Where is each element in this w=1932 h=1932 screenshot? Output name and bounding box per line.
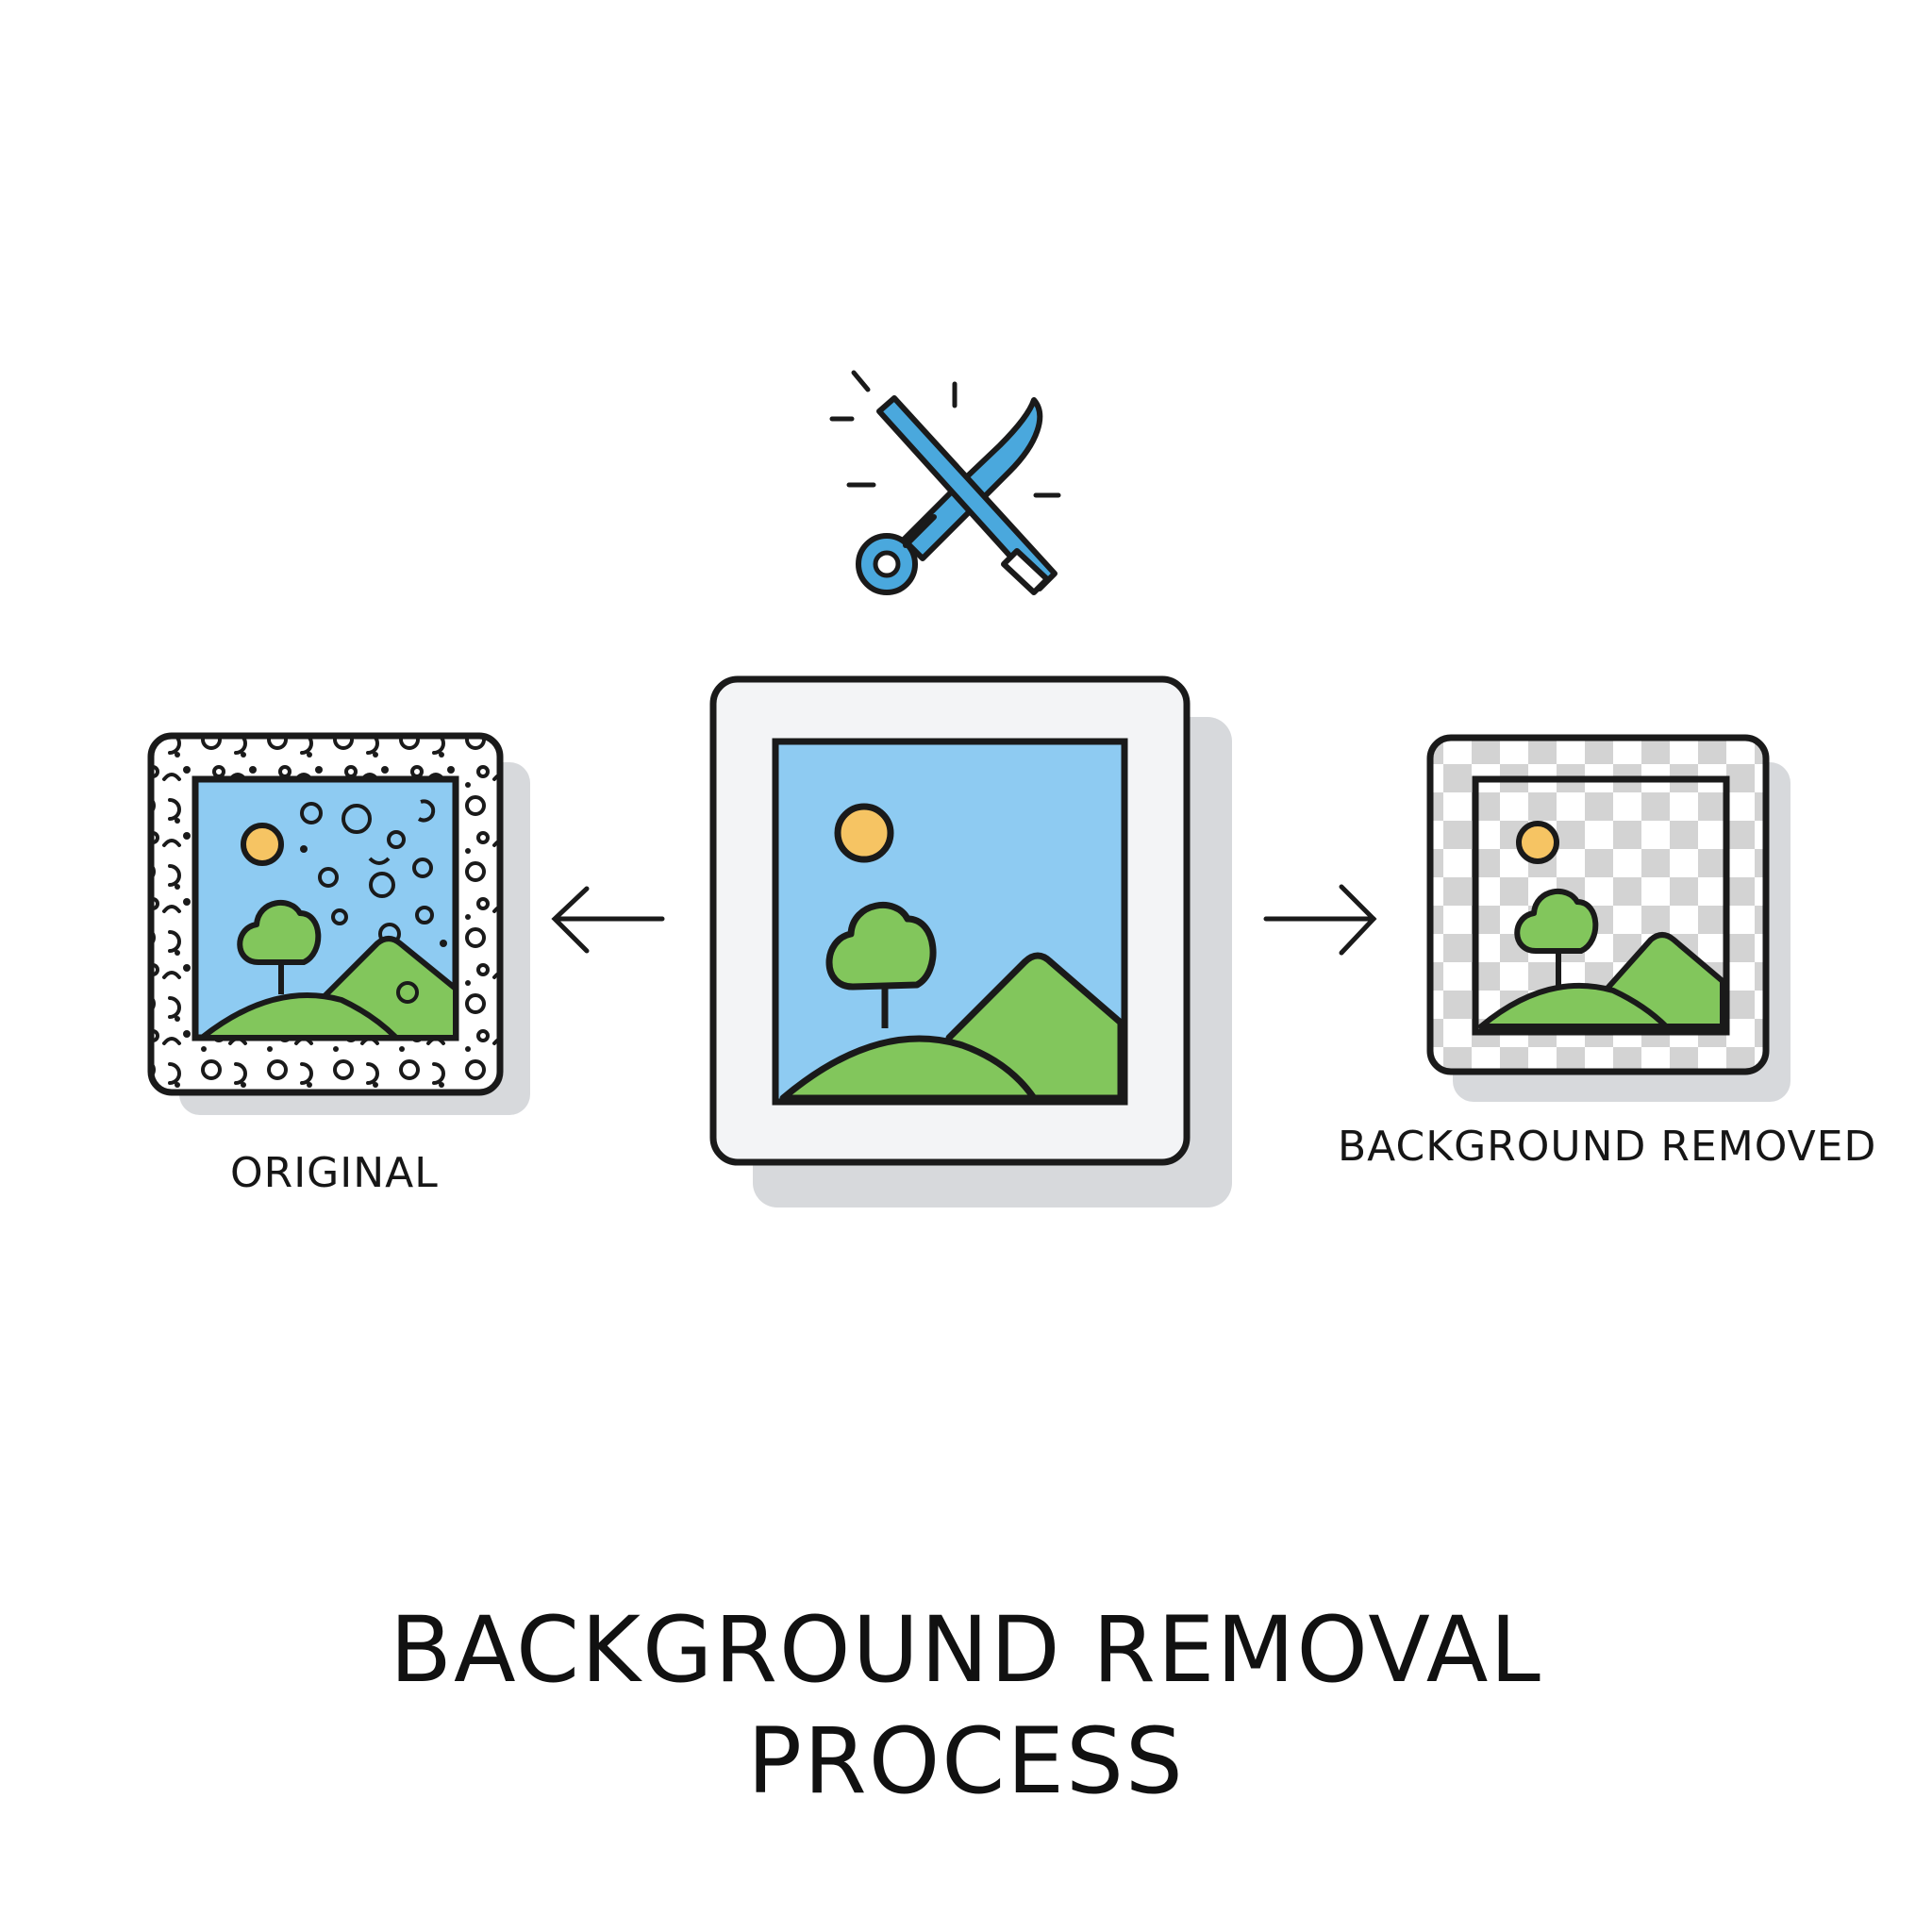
original-label: ORIGINAL (230, 1149, 439, 1197)
arrow-right-icon (1263, 884, 1377, 956)
background-removed-label: BACKGROUND REMOVED (1338, 1123, 1877, 1171)
landscape-image-icon (772, 738, 1128, 1106)
diagram-title-line-2: PROCESS (747, 1708, 1185, 1814)
diagram-title-line-1: BACKGROUND REMOVAL (390, 1597, 1542, 1703)
center-image-card (709, 675, 1232, 1208)
original-image-card (147, 732, 530, 1115)
scissors-knife-icon (829, 370, 1061, 595)
diagram-title: BACKGROUND REMOVAL PROCESS (306, 1594, 1626, 1817)
arrow-left-icon (551, 886, 665, 954)
removed-image-card (1426, 734, 1790, 1102)
